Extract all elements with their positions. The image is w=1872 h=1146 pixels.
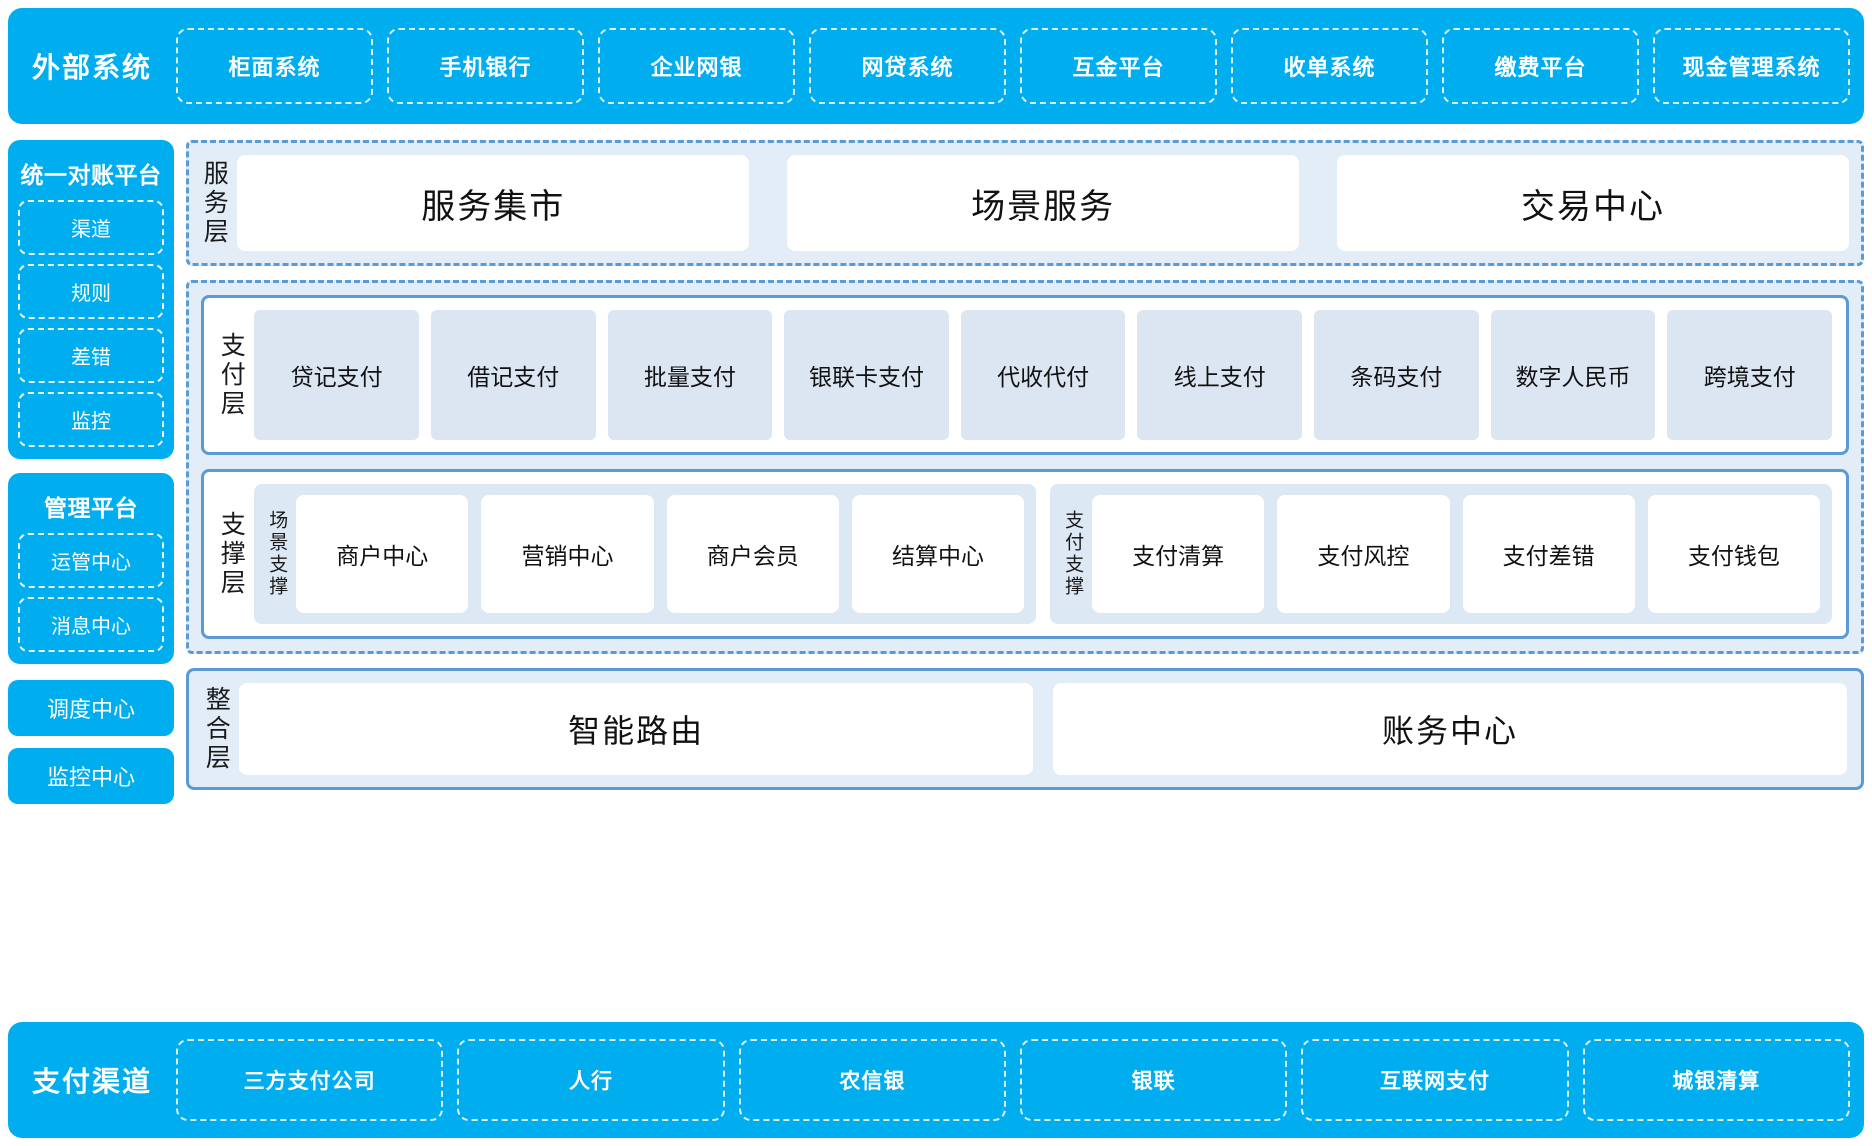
service-layer-label: 服务层: [200, 159, 229, 247]
external-system-item[interactable]: 柜面系统: [176, 28, 374, 104]
sidebar-item-rule[interactable]: 规则: [18, 264, 164, 319]
support-card-payment-clearing[interactable]: 支付清算: [1092, 495, 1265, 613]
payment-card-debit[interactable]: 借记支付: [430, 310, 596, 440]
service-card-marketplace[interactable]: 服务集市: [237, 155, 750, 251]
external-system-item[interactable]: 手机银行: [387, 28, 585, 104]
payment-layer: 支付层 贷记支付 借记支付 批量支付 银联卡支付 代收代付 线上支付 条码支付 …: [201, 295, 1849, 455]
payment-card-online[interactable]: 线上支付: [1137, 310, 1303, 440]
sidebar-item-channel[interactable]: 渠道: [18, 200, 164, 255]
payment-channels-bar: 支付渠道 三方支付公司 人行 农信银 银联 互联网支付 城银清算: [8, 1022, 1864, 1138]
support-card-payment-risk[interactable]: 支付风控: [1277, 495, 1450, 613]
integration-layer: 整合层 智能路由 账务中心: [186, 668, 1864, 790]
integration-card-smart-routing[interactable]: 智能路由: [239, 683, 1034, 775]
payment-channel-item[interactable]: 银联: [1020, 1039, 1288, 1121]
payment-layer-label: 支付层: [217, 331, 246, 419]
support-group-label: 场景支撑: [266, 510, 288, 598]
external-system-item[interactable]: 收单系统: [1231, 28, 1429, 104]
support-card-payment-wallet[interactable]: 支付钱包: [1647, 495, 1820, 613]
sidebar-item-exception[interactable]: 差错: [18, 328, 164, 383]
external-system-item[interactable]: 互金平台: [1020, 28, 1218, 104]
support-card-merchant-center[interactable]: 商户中心: [296, 495, 469, 613]
payment-card-digital-rmb[interactable]: 数字人民币: [1490, 310, 1656, 440]
payment-card-unionpay[interactable]: 银联卡支付: [784, 310, 949, 440]
payment-card-barcode[interactable]: 条码支付: [1314, 310, 1479, 440]
payment-card-batch[interactable]: 批量支付: [607, 310, 773, 440]
external-system-item[interactable]: 缴费平台: [1442, 28, 1640, 104]
main-layers: 服务层 服务集市 场景服务 交易中心 支付层 贷记支付 借记支付 批量支付: [186, 140, 1864, 790]
core-layers-group: 支付层 贷记支付 借记支付 批量支付 银联卡支付 代收代付 线上支付 条码支付 …: [186, 280, 1864, 654]
sidebar-panel-title: 统一对账平台: [20, 162, 162, 188]
sidebar-panel-management: 管理平台 运管中心 消息中心: [8, 473, 174, 664]
sidebar-item-operations-center[interactable]: 运管中心: [18, 533, 164, 588]
sidebar: 统一对账平台 渠道 规则 差错 监控 管理平台 运管中心 消息中心 调度中心 监…: [8, 140, 174, 816]
sidebar-panel-title: 管理平台: [44, 495, 138, 521]
integration-card-accounting-center[interactable]: 账务中心: [1053, 683, 1847, 775]
payment-card-credit[interactable]: 贷记支付: [254, 310, 419, 440]
sidebar-panel-reconciliation: 统一对账平台 渠道 规则 差错 监控: [8, 140, 174, 459]
external-system-item[interactable]: 网贷系统: [809, 28, 1007, 104]
payment-channel-item[interactable]: 互联网支付: [1301, 1039, 1569, 1121]
service-card-transaction[interactable]: 交易中心: [1337, 155, 1850, 251]
external-system-item[interactable]: 现金管理系统: [1653, 28, 1851, 104]
sidebar-item-message-center[interactable]: 消息中心: [18, 597, 164, 652]
sidebar-item-monitoring-center[interactable]: 监控中心: [8, 748, 174, 804]
payment-channel-item[interactable]: 农信银: [738, 1039, 1006, 1121]
service-card-scenario[interactable]: 场景服务: [787, 155, 1300, 251]
support-card-settlement-center[interactable]: 结算中心: [851, 495, 1025, 613]
support-card-payment-exception[interactable]: 支付差错: [1462, 495, 1635, 613]
external-systems-title: 外部系统: [32, 52, 153, 83]
support-group-scenario: 场景支撑 商户中心 营销中心 商户会员 结算中心: [254, 484, 1037, 624]
payment-card-collection-payment[interactable]: 代收代付: [960, 310, 1126, 440]
payment-channel-item[interactable]: 人行: [457, 1039, 725, 1121]
payment-card-cross-border[interactable]: 跨境支付: [1667, 310, 1833, 440]
service-layer: 服务层 服务集市 场景服务 交易中心: [186, 140, 1864, 266]
support-group-label: 支付支撑: [1062, 510, 1084, 598]
payment-channels-title: 支付渠道: [32, 1066, 153, 1097]
sidebar-item-scheduling-center[interactable]: 调度中心: [8, 680, 174, 736]
support-group-payment: 支付支撑 支付清算 支付风控 支付差错 支付钱包: [1050, 484, 1832, 624]
support-card-merchant-member[interactable]: 商户会员: [666, 495, 839, 613]
payment-channel-item[interactable]: 城银清算: [1582, 1039, 1850, 1121]
sidebar-item-monitor[interactable]: 监控: [18, 392, 164, 447]
support-layer: 支撑层 场景支撑 商户中心 营销中心 商户会员 结算中心: [201, 469, 1849, 639]
integration-layer-label: 整合层: [202, 685, 231, 773]
external-systems-bar: 外部系统 柜面系统 手机银行 企业网银 网贷系统 互金平台 收单系统 缴费平台 …: [8, 8, 1864, 124]
external-system-item[interactable]: 企业网银: [598, 28, 796, 104]
support-card-marketing-center[interactable]: 营销中心: [481, 495, 654, 613]
support-layer-label: 支撑层: [217, 510, 246, 598]
payment-channel-item[interactable]: 三方支付公司: [176, 1039, 444, 1121]
